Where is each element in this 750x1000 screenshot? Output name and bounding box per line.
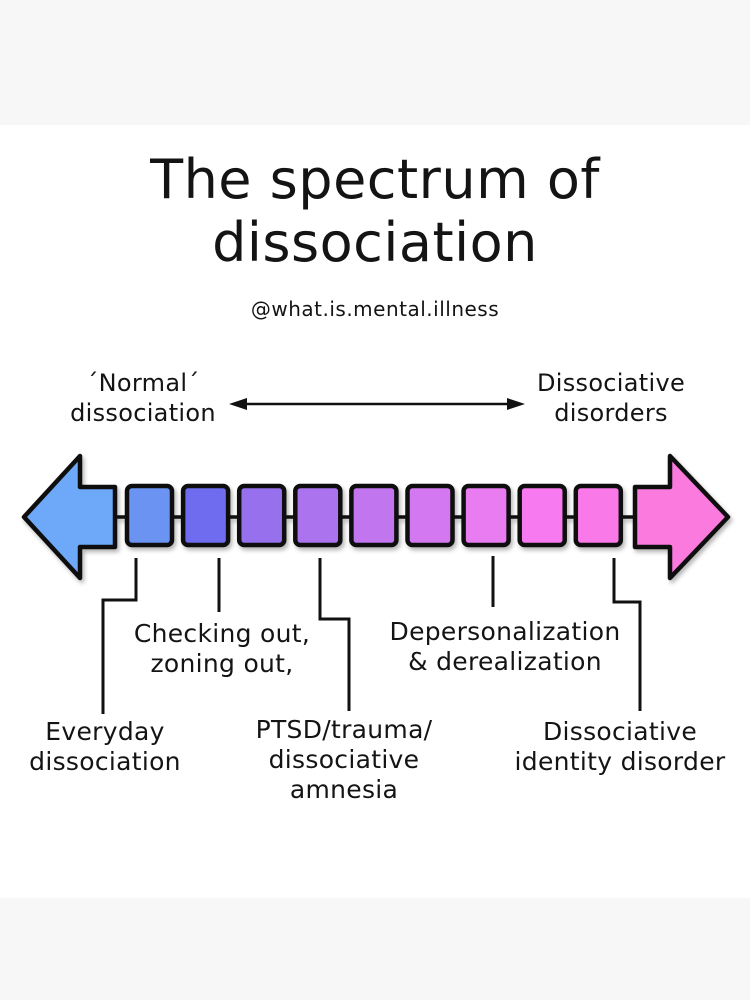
scale-label-normal: ´Normal´ dissociation: [70, 368, 216, 428]
callout-label-did: Dissociative identity disorder: [515, 717, 726, 777]
callout-line-ptsd: [318, 558, 351, 711]
callout-did-line2: identity disorder: [514, 747, 726, 776]
scale-label-normal-line2: dissociation: [70, 399, 216, 427]
callout-label-ptsd: PTSD/trauma/ dissociative amnesia: [256, 715, 433, 805]
callout-label-everyday: Everyday dissociation: [29, 717, 181, 777]
callout-depersonalization-line2: & derealization: [408, 647, 602, 676]
callout-line-everyday: [101, 558, 138, 714]
spectrum-segment-2: [180, 483, 231, 548]
spectrum-segment-5: [349, 483, 399, 548]
double-arrow-left-head: [229, 398, 247, 410]
spectrum-segment-6: [405, 483, 455, 548]
callout-ptsd-line2: dissociative: [268, 745, 420, 774]
page-title-line1: The spectrum of: [150, 148, 600, 211]
callout-everyday-line2: dissociation: [29, 747, 181, 776]
callout-did-line1: Dissociative: [542, 717, 698, 746]
scale-label-normal-line1: ´Normal´: [86, 369, 200, 397]
spectrum-segment-4: [293, 483, 343, 548]
left-arrowhead: [21, 453, 118, 581]
double-arrow-icon: [229, 398, 525, 410]
callout-ptsd-line1: PTSD/trauma/: [255, 715, 433, 744]
spectrum-segment-3: [236, 483, 287, 548]
callout-checking-line1: Checking out,: [133, 619, 311, 648]
spectrum-segment-8: [517, 483, 567, 548]
scale-label-disorders: Dissociative disorders: [537, 368, 685, 428]
callout-lines: [101, 556, 642, 714]
spectrum-segments: [124, 483, 624, 548]
right-arrowhead: [632, 453, 731, 581]
callout-everyday-line1: Everyday: [45, 717, 165, 746]
spectrum-segment-1: [124, 483, 175, 548]
callout-ptsd-line3: amnesia: [289, 775, 399, 804]
spectrum-segment-9: [573, 483, 624, 548]
page-title: The spectrum of dissociation: [150, 148, 600, 274]
scale-label-disorders-line1: Dissociative: [536, 369, 686, 397]
callout-label-depersonalization: Depersonalization & derealization: [390, 617, 621, 677]
scale-label-disorders-line2: disorders: [554, 399, 668, 427]
callout-depersonalization-line1: Depersonalization: [389, 617, 621, 646]
page-title-line2: dissociation: [212, 211, 538, 274]
callout-checking-line2: zoning out,: [150, 649, 294, 678]
spectrum-arrow: [21, 453, 731, 581]
callout-line-did: [612, 558, 642, 711]
callout-label-checking: Checking out, zoning out,: [134, 619, 310, 679]
credit-handle: @what.is.mental.illness: [250, 297, 500, 321]
spectrum-segment-7: [461, 483, 511, 548]
double-arrow-right-head: [507, 398, 525, 410]
